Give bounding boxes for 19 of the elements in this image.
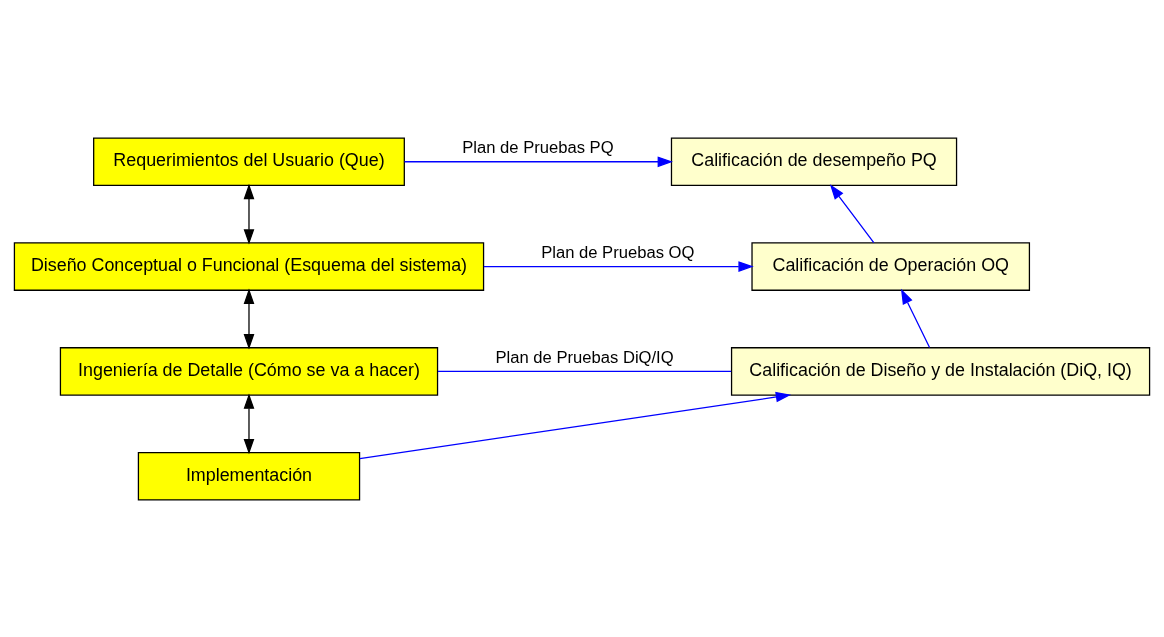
edge-label: Plan de Pruebas PQ	[462, 137, 614, 157]
arrow	[403, 155, 673, 167]
connector	[437, 370, 732, 372]
arrow	[243, 392, 255, 454]
node-box: Requerimientos del Usuario (Que)	[93, 136, 405, 186]
arrow	[483, 260, 754, 272]
arrow	[900, 288, 931, 348]
node-box: Calificación de Operación OQ	[751, 241, 1031, 291]
node-box: Calificación de Diseño y de Instalación (DiQ, IQ)	[730, 346, 1151, 396]
node-box: Ingeniería de Detalle (Cómo se va a hacer)	[59, 346, 439, 396]
arrow	[243, 183, 255, 245]
arrow	[359, 391, 792, 459]
node-box: Diseño Conceptual o Funcional (Esquema del sistema)	[13, 241, 485, 291]
arrow	[243, 288, 255, 349]
node-box: Calificación de desempeño PQ	[670, 136, 958, 186]
edge-label: Plan de Pruebas DiQ/IQ	[495, 347, 674, 367]
edge-label: Plan de Pruebas OQ	[541, 242, 695, 262]
node-box: Implementación	[137, 451, 361, 501]
arrow	[829, 183, 875, 243]
